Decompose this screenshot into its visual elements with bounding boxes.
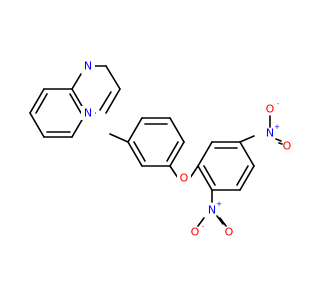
atom-n-quinox-top: N — [84, 60, 92, 73]
bond — [197, 141, 213, 167]
charge-n-nitro-para: + — [274, 123, 280, 131]
label-bg — [81, 59, 95, 73]
bond-inner — [236, 165, 249, 186]
bond — [105, 65, 121, 90]
bonds — [29, 65, 283, 227]
charge-o-nitro-ortho: - — [202, 223, 205, 231]
bond — [278, 142, 283, 145]
atom-labels: N N O N + O - O N + O - O — [81, 59, 292, 239]
bond — [239, 165, 255, 191]
bond — [197, 165, 213, 191]
atom-n-nitro-ortho: N — [208, 204, 216, 217]
charge-n-nitro-ortho: + — [216, 200, 222, 208]
atom-o-nitro-para-double: O — [283, 140, 292, 153]
bond-inner — [35, 93, 48, 114]
bond — [216, 215, 224, 225]
bond — [71, 73, 82, 90]
molecule-structure: N N O N + O - O N + O - O — [0, 0, 300, 300]
atom-o-nitro-ortho-single: O — [191, 226, 200, 239]
bond-link — [109, 133, 129, 143]
bond-inner — [69, 93, 82, 114]
bond — [275, 138, 282, 142]
bond — [105, 88, 121, 114]
label-bg — [177, 171, 191, 185]
bond-inner — [166, 141, 179, 162]
molecule-diagram: N N O N + O - O N + O - O — [0, 0, 300, 300]
bond — [239, 135, 255, 143]
atom-o-ether: O — [180, 172, 189, 185]
bond — [29, 88, 45, 114]
bond — [169, 141, 185, 167]
charge-o-nitro-para: - — [277, 100, 280, 108]
bond-inner — [203, 165, 216, 186]
bond — [169, 165, 179, 179]
bond — [127, 117, 143, 143]
bond — [219, 217, 227, 227]
bond — [189, 165, 199, 179]
bond — [127, 141, 143, 167]
atom-n-nitro-para: N — [266, 127, 274, 140]
bond — [239, 141, 255, 167]
label-bg — [81, 106, 95, 120]
bond-inner — [133, 141, 146, 162]
atom-n-quinox-bottom: N — [84, 107, 92, 120]
atom-o-nitro-para-single: O — [266, 103, 275, 116]
bond — [29, 112, 45, 138]
bond — [169, 117, 185, 143]
bond-inner — [99, 91, 112, 111]
background — [0, 0, 300, 300]
atom-o-nitro-ortho-double: O — [225, 226, 234, 239]
bond — [197, 217, 205, 227]
